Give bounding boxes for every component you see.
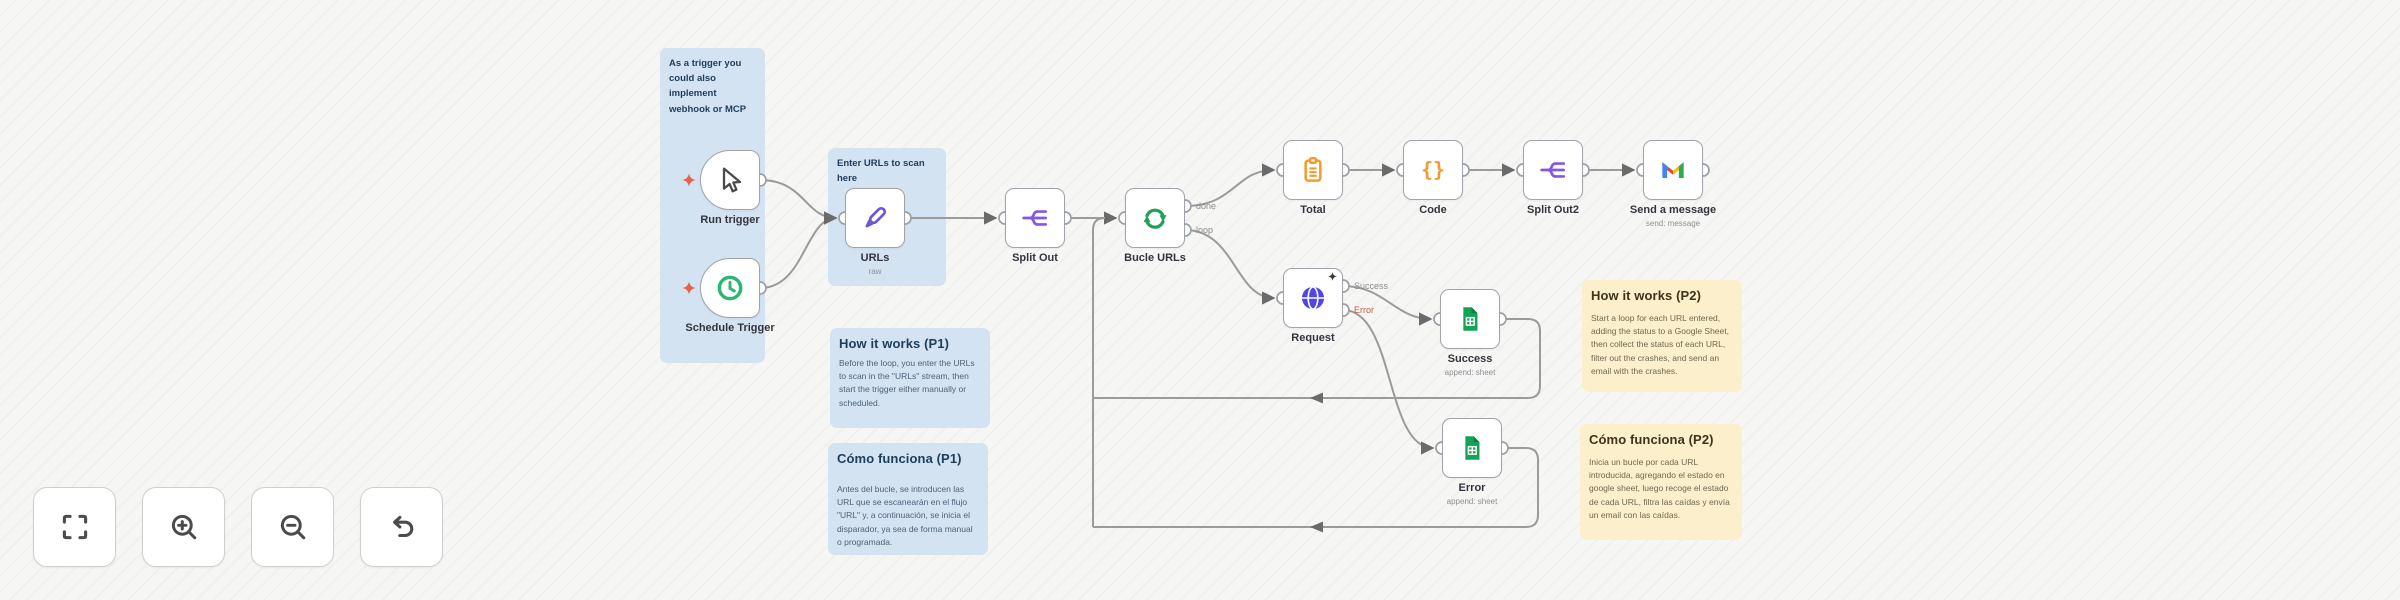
- google-sheets-icon: [1463, 307, 1478, 331]
- code-braces-icon: {}: [1421, 158, 1445, 182]
- connection-run-trigger-to-urls[interactable]: [759, 179, 838, 225]
- node-box: [700, 150, 760, 210]
- node-bucle-urls[interactable]: Bucle URLs: [1124, 188, 1186, 264]
- node-box: [1523, 140, 1583, 200]
- sticky-como-funciona-p1[interactable]: Cómo funciona (P1) Antes del bucle, se i…: [828, 443, 988, 555]
- node-box: [1643, 140, 1703, 200]
- note-marker-icon: [1328, 272, 1337, 281]
- sticky-body: Before the loop, you enter the URLs to s…: [839, 358, 975, 408]
- fit-view-button[interactable]: [33, 487, 116, 567]
- loopback-arrow-success: [1310, 392, 1323, 404]
- canvas-controls: [33, 487, 443, 567]
- node-code[interactable]: {} Code: [1403, 140, 1463, 216]
- sticky-title: Cómo funciona (P1): [837, 451, 962, 466]
- zoom-out-button[interactable]: [251, 487, 334, 567]
- sticky-how-it-works-p1[interactable]: How it works (P1) Before the loop, you e…: [830, 328, 990, 428]
- node-request[interactable]: Request: [1283, 268, 1343, 344]
- node-error[interactable]: Error append: sheet: [1442, 418, 1502, 506]
- connection-bucle-loop-to-request[interactable]: [1184, 229, 1276, 305]
- node-schedule-trigger[interactable]: Schedule Trigger: [685, 258, 775, 334]
- node-label: URLs: [860, 252, 890, 264]
- node-send-a-message[interactable]: Send a message send: message: [1630, 140, 1716, 228]
- connection-request-success-to-success[interactable]: [1342, 285, 1433, 326]
- node-box: [700, 258, 760, 318]
- cursor-icon: [722, 167, 742, 193]
- node-box: [1283, 140, 1343, 200]
- node-label: Send a message: [1629, 204, 1717, 216]
- node-label: Bucle URLs: [1124, 252, 1186, 264]
- node-box: [1125, 188, 1185, 248]
- zoom-in-icon: [171, 514, 196, 540]
- sticky-how-it-works-p2[interactable]: How it works (P2) Start a loop for each …: [1582, 280, 1742, 392]
- node-box: [1442, 418, 1502, 478]
- clock-icon: [717, 275, 743, 301]
- node-subtitle: send: message: [1645, 219, 1701, 228]
- node-box: [845, 188, 905, 248]
- node-run-trigger[interactable]: Run trigger: [700, 150, 760, 226]
- undo-button[interactable]: [360, 487, 443, 567]
- gmail-icon: [1662, 162, 1684, 178]
- sticky-body: Antes del bucle, se introducen las URL q…: [837, 484, 973, 547]
- connection-request-error-to-error[interactable]: [1342, 309, 1435, 455]
- node-label: Request: [1291, 332, 1335, 344]
- google-sheets-icon: [1465, 436, 1480, 460]
- node-urls[interactable]: URLs raw: [845, 188, 905, 276]
- node-label: Split Out2: [1527, 204, 1579, 216]
- node-label: Schedule Trigger: [685, 322, 775, 334]
- pencil-icon: [865, 206, 887, 228]
- globe-icon: [1301, 286, 1325, 310]
- connection-error-loopback[interactable]: [1093, 447, 1539, 528]
- connection-bucle-done-to-total[interactable]: [1184, 163, 1276, 207]
- node-box: [1440, 289, 1500, 349]
- loop-icon: [1143, 208, 1167, 229]
- node-label: Total: [1300, 204, 1326, 216]
- zoom-out-icon: [280, 514, 305, 540]
- sticky-title: How it works (P2): [1591, 288, 1702, 303]
- sticky-body: Inicia un bucle por cada URL introducida…: [1589, 457, 1730, 520]
- node-subtitle: append: sheet: [1444, 368, 1496, 377]
- fit-view-icon: [62, 514, 87, 540]
- sticky-como-funciona-p2[interactable]: Cómo funciona (P2) Inicia un bucle por c…: [1580, 424, 1742, 540]
- node-label: Success: [1447, 353, 1493, 365]
- trigger-pin-icon: [682, 173, 696, 187]
- connection-loopback-trunk[interactable]: [1092, 217, 1106, 527]
- split-out-icon: [1022, 210, 1047, 226]
- node-subtitle: raw: [868, 267, 882, 276]
- trigger-pin-icon: [682, 281, 696, 295]
- sticky-body: Start a loop for each URL entered, addin…: [1591, 313, 1729, 376]
- node-box: [1005, 188, 1065, 248]
- node-split-out[interactable]: Split Out: [1005, 188, 1065, 264]
- sticky-title: Cómo funciona (P2): [1589, 432, 1714, 447]
- port-label-error: Error: [1354, 305, 1374, 315]
- node-success[interactable]: Success append: sheet: [1440, 289, 1500, 377]
- port-label-success: Success: [1354, 281, 1389, 291]
- clipboard-icon: [1304, 157, 1322, 182]
- node-total[interactable]: Total: [1283, 140, 1343, 216]
- node-label: Code: [1419, 204, 1447, 216]
- port-label-loop: loop: [1196, 225, 1213, 235]
- node-label: Run trigger: [700, 214, 760, 226]
- node-label: Split Out: [1012, 252, 1058, 264]
- sticky-urls-note-text: Enter URLs to scan here: [837, 158, 925, 185]
- undo-icon: [392, 515, 413, 538]
- node-label: Error: [1458, 482, 1486, 494]
- node-subtitle: append: sheet: [1446, 497, 1498, 506]
- sticky-title: How it works (P1): [839, 336, 950, 351]
- node-box: {}: [1403, 140, 1463, 200]
- svg-text:{}: {}: [1421, 158, 1445, 182]
- connection-success-loopback[interactable]: [1093, 318, 1541, 399]
- node-box: [1283, 268, 1343, 328]
- sticky-trigger-note-text: As a trigger you could also implement we…: [669, 58, 747, 115]
- split-out-icon: [1540, 162, 1565, 178]
- connection-schedule-trigger-to-urls[interactable]: [759, 211, 838, 289]
- node-split-out2[interactable]: Split Out2: [1523, 140, 1583, 216]
- loopback-arrow-error: [1310, 521, 1323, 533]
- port-label-done: done: [1196, 201, 1216, 211]
- zoom-in-button[interactable]: [142, 487, 225, 567]
